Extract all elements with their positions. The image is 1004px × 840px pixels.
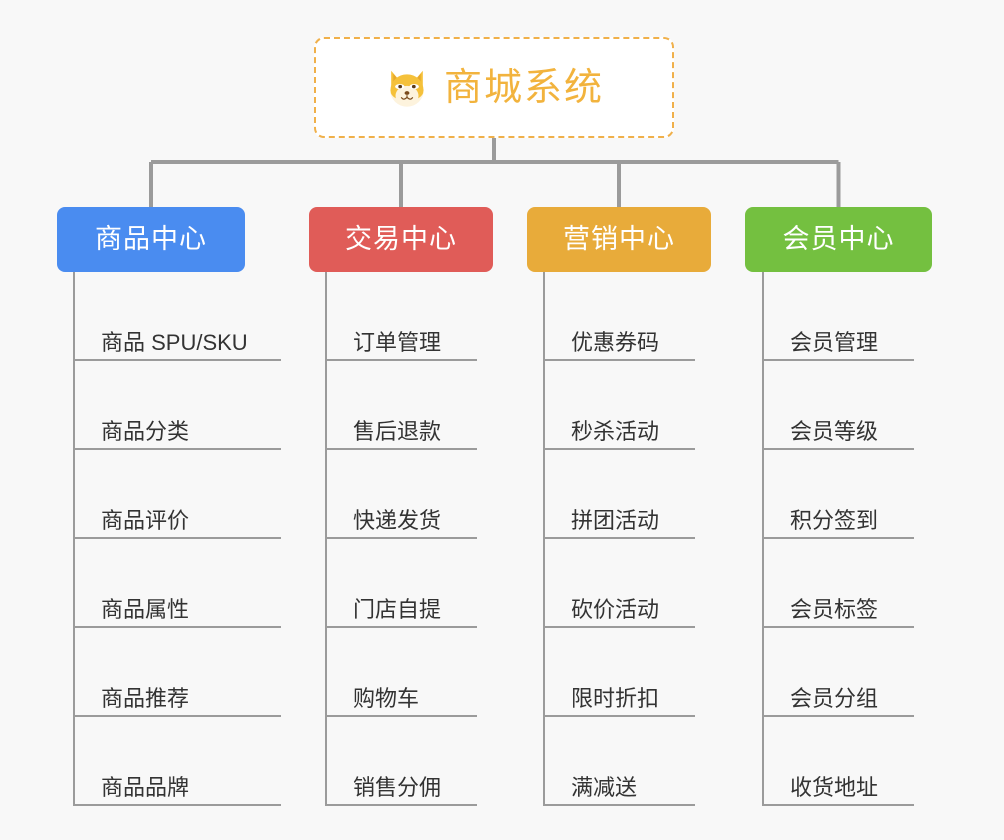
- leaf-underline: [543, 804, 695, 806]
- leaf-item[interactable]: 收货地址: [762, 717, 914, 806]
- leaf-underline: [543, 448, 695, 450]
- branch-spine: [543, 272, 545, 806]
- leaf-label: 积分签到: [790, 508, 879, 533]
- leaf-item[interactable]: 积分签到: [762, 450, 914, 539]
- leaf-underline: [543, 715, 695, 717]
- leaf-label: 秒杀活动: [571, 419, 660, 444]
- leaf-underline: [73, 448, 281, 450]
- leaf-underline: [325, 626, 477, 628]
- leaf-item[interactable]: 门店自提: [325, 539, 477, 628]
- category-box-marketing-center[interactable]: 营销中心: [527, 207, 711, 272]
- leaf-label: 限时折扣: [571, 686, 660, 711]
- leaf-item[interactable]: 订单管理: [325, 272, 477, 361]
- leaf-label: 商品推荐: [101, 686, 190, 711]
- leaf-underline: [73, 537, 281, 539]
- leaf-item[interactable]: 限时折扣: [543, 628, 695, 717]
- leaf-underline: [325, 537, 477, 539]
- category-label: 交易中心: [345, 224, 457, 254]
- leaf-item[interactable]: 砍价活动: [543, 539, 695, 628]
- leaf-underline: [73, 359, 281, 361]
- leaf-label: 商品属性: [101, 597, 190, 622]
- leaf-label: 拼团活动: [571, 508, 660, 533]
- category-box-member-center[interactable]: 会员中心: [745, 207, 932, 272]
- leaf-underline: [762, 448, 914, 450]
- category-box-product-center[interactable]: 商品中心: [57, 207, 245, 272]
- leaf-item[interactable]: 销售分佣: [325, 717, 477, 806]
- leaf-underline: [762, 537, 914, 539]
- leaf-label: 会员管理: [790, 330, 879, 355]
- leaf-label: 门店自提: [353, 597, 442, 622]
- leaf-underline: [325, 804, 477, 806]
- leaf-label: 会员分组: [790, 686, 879, 711]
- leaf-label: 商品 SPU/SKU: [101, 330, 248, 355]
- leaf-underline: [325, 359, 477, 361]
- category-label: 商品中心: [95, 224, 207, 254]
- leaf-list-member-center: 会员管理会员等级积分签到会员标签会员分组收货地址: [762, 272, 914, 806]
- leaf-label: 收货地址: [790, 775, 879, 800]
- leaf-label: 砍价活动: [571, 597, 660, 622]
- branch-spine: [325, 272, 327, 806]
- branch-spine: [762, 272, 764, 806]
- category-label: 会员中心: [782, 224, 895, 254]
- leaf-underline: [325, 448, 477, 450]
- leaf-label: 会员标签: [790, 597, 879, 622]
- leaf-item[interactable]: 商品推荐: [73, 628, 281, 717]
- leaf-underline: [543, 626, 695, 628]
- leaf-list-trade-center: 订单管理售后退款快递发货门店自提购物车销售分佣: [325, 272, 477, 806]
- category-box-trade-center[interactable]: 交易中心: [309, 207, 493, 272]
- root-node[interactable]: 商城系统: [314, 37, 674, 138]
- leaf-underline: [73, 804, 281, 806]
- leaf-label: 购物车: [353, 686, 420, 711]
- leaf-underline: [762, 715, 914, 717]
- leaf-list-marketing-center: 优惠券码秒杀活动拼团活动砍价活动限时折扣满减送: [543, 272, 695, 806]
- branch-spine: [73, 272, 75, 806]
- leaf-item[interactable]: 满减送: [543, 717, 695, 806]
- leaf-item[interactable]: 会员管理: [762, 272, 914, 361]
- leaf-label: 快递发货: [353, 508, 442, 533]
- leaf-label: 商品评价: [101, 508, 190, 533]
- leaf-list-product-center: 商品 SPU/SKU 商品分类商品评价商品属性商品推荐商品品牌: [73, 272, 281, 806]
- leaf-label: 优惠券码: [571, 330, 660, 355]
- leaf-label: 销售分佣: [353, 775, 442, 800]
- leaf-item[interactable]: 商品 SPU/SKU: [73, 272, 281, 361]
- leaf-item[interactable]: 商品评价: [73, 450, 281, 539]
- leaf-label: 会员等级: [790, 419, 879, 444]
- root-title: 商城系统: [443, 66, 604, 109]
- leaf-item[interactable]: 秒杀活动: [543, 361, 695, 450]
- leaf-label: 售后退款: [353, 419, 442, 444]
- leaf-underline: [73, 626, 281, 628]
- shiba-dog-face-icon: [390, 70, 424, 107]
- leaf-item[interactable]: 优惠券码: [543, 272, 695, 361]
- leaf-item[interactable]: 会员分组: [762, 628, 914, 717]
- leaf-item[interactable]: 商品品牌: [73, 717, 281, 806]
- category-label: 营销中心: [563, 224, 675, 254]
- leaf-underline: [325, 715, 477, 717]
- leaf-underline: [543, 537, 695, 539]
- leaf-label: 订单管理: [353, 330, 442, 355]
- leaf-underline: [762, 359, 914, 361]
- leaf-item[interactable]: 商品属性: [73, 539, 281, 628]
- leaf-label: 满减送: [571, 775, 638, 800]
- leaf-item[interactable]: 快递发货: [325, 450, 477, 539]
- leaf-item[interactable]: 会员等级: [762, 361, 914, 450]
- leaf-underline: [762, 626, 914, 628]
- leaf-underline: [543, 359, 695, 361]
- leaf-label: 商品分类: [101, 419, 190, 444]
- leaf-underline: [762, 804, 914, 806]
- leaf-item[interactable]: 会员标签: [762, 539, 914, 628]
- leaf-item[interactable]: 售后退款: [325, 361, 477, 450]
- leaf-label: 商品品牌: [101, 775, 190, 800]
- leaf-item[interactable]: 商品分类: [73, 361, 281, 450]
- leaf-underline: [73, 715, 281, 717]
- leaf-item[interactable]: 拼团活动: [543, 450, 695, 539]
- leaf-item[interactable]: 购物车: [325, 628, 477, 717]
